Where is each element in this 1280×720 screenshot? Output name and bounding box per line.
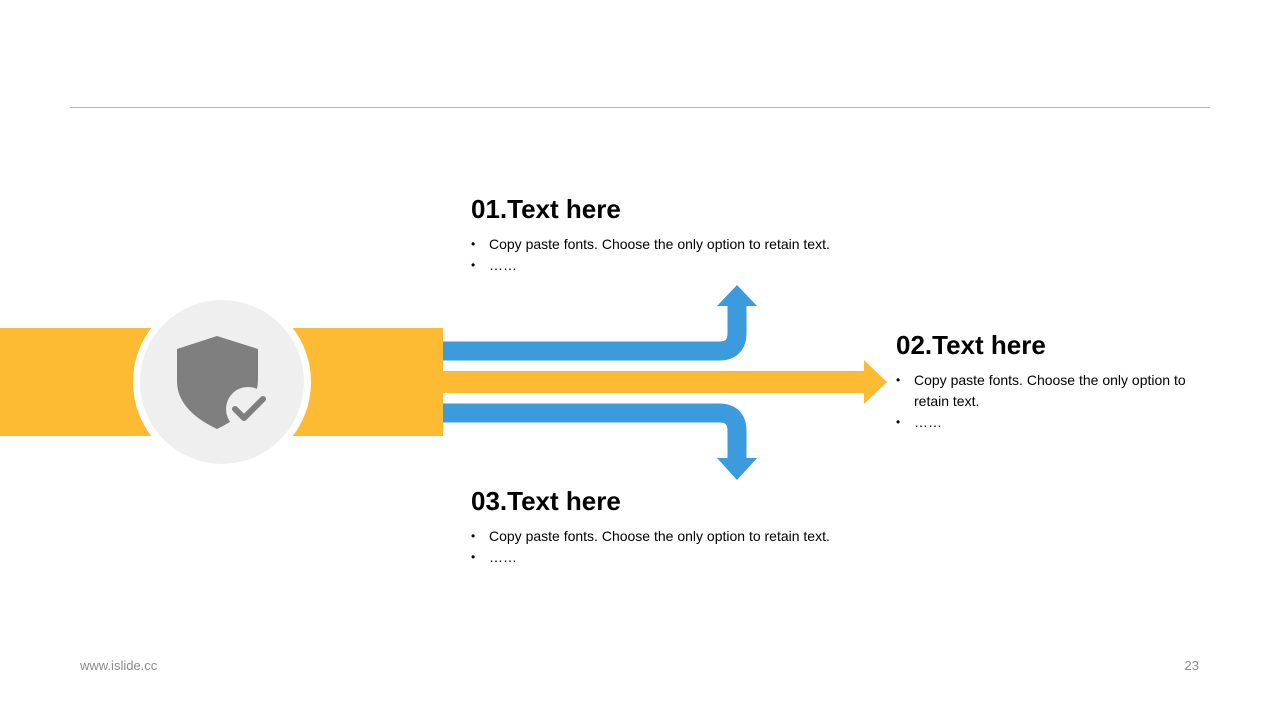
blue-arrow-up <box>443 285 757 361</box>
bullet-list: Copy paste fonts. Choose the only option… <box>471 234 891 276</box>
blue-arrow-down <box>443 403 757 480</box>
block-title: 03.Text here <box>471 486 621 516</box>
bullet-item: Copy paste fonts. Choose the only option… <box>896 370 1216 412</box>
bullet-item: …… <box>896 412 1216 433</box>
bullet-item: …… <box>471 547 891 568</box>
text-block-03: 03.Text here Copy paste fonts. Choose th… <box>471 486 891 568</box>
page-number: 23 <box>1184 658 1199 673</box>
shield-check-icon <box>177 336 270 431</box>
top-divider <box>70 107 1210 108</box>
bullet-item: Copy paste fonts. Choose the only option… <box>471 526 891 547</box>
block-title: 02.Text here <box>896 330 1046 360</box>
bullet-list: Copy paste fonts. Choose the only option… <box>471 526 891 568</box>
bullet-list: Copy paste fonts. Choose the only option… <box>896 370 1216 433</box>
yellow-arrow-right <box>443 360 887 404</box>
text-block-02: 02.Text here Copy paste fonts. Choose th… <box>896 330 1216 433</box>
bullet-item: …… <box>471 255 891 276</box>
footer-url[interactable]: www.islide.cc <box>80 658 158 673</box>
bullet-item: Copy paste fonts. Choose the only option… <box>471 234 891 255</box>
block-title: 01.Text here <box>471 194 621 224</box>
text-block-01: 01.Text here Copy paste fonts. Choose th… <box>471 194 891 276</box>
